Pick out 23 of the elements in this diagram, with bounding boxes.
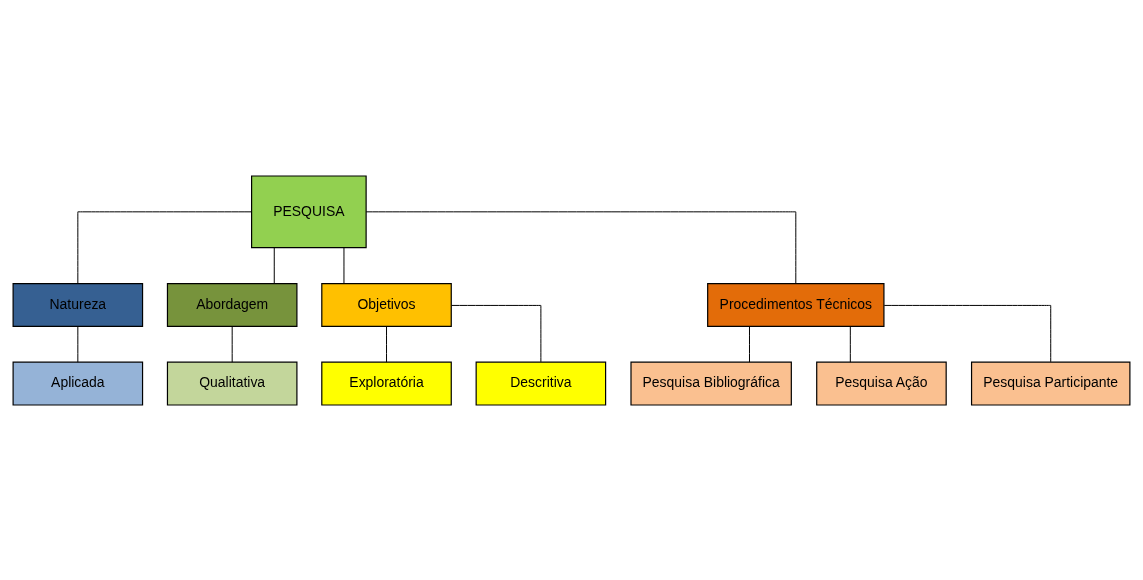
node-box: Exploratória [321, 361, 452, 406]
node-box: PESQUISA [251, 174, 367, 248]
node-box: Pesquisa Ação [816, 361, 947, 406]
node-box: Pesquisa Participante [970, 361, 1131, 406]
connector [77, 325, 79, 363]
connector [273, 246, 275, 284]
connector [365, 210, 797, 284]
connector [451, 304, 542, 362]
node-box: Natureza [12, 282, 144, 327]
node-box: Qualitativa [166, 361, 298, 406]
connector [749, 325, 750, 363]
connector [883, 304, 1052, 362]
connector [386, 325, 388, 363]
node-box: Pesquisa Bibliográfica [630, 361, 792, 406]
node-box: Procedimentos Técnicos [707, 282, 885, 327]
node-box: Aplicada [12, 361, 144, 406]
connector [231, 325, 233, 363]
connector [343, 246, 345, 284]
connector [849, 325, 851, 363]
node-box: Descritiva [475, 361, 607, 406]
node-box: Objetivos [321, 282, 452, 327]
node-box: Abordagem [166, 282, 298, 327]
connector [77, 210, 252, 284]
